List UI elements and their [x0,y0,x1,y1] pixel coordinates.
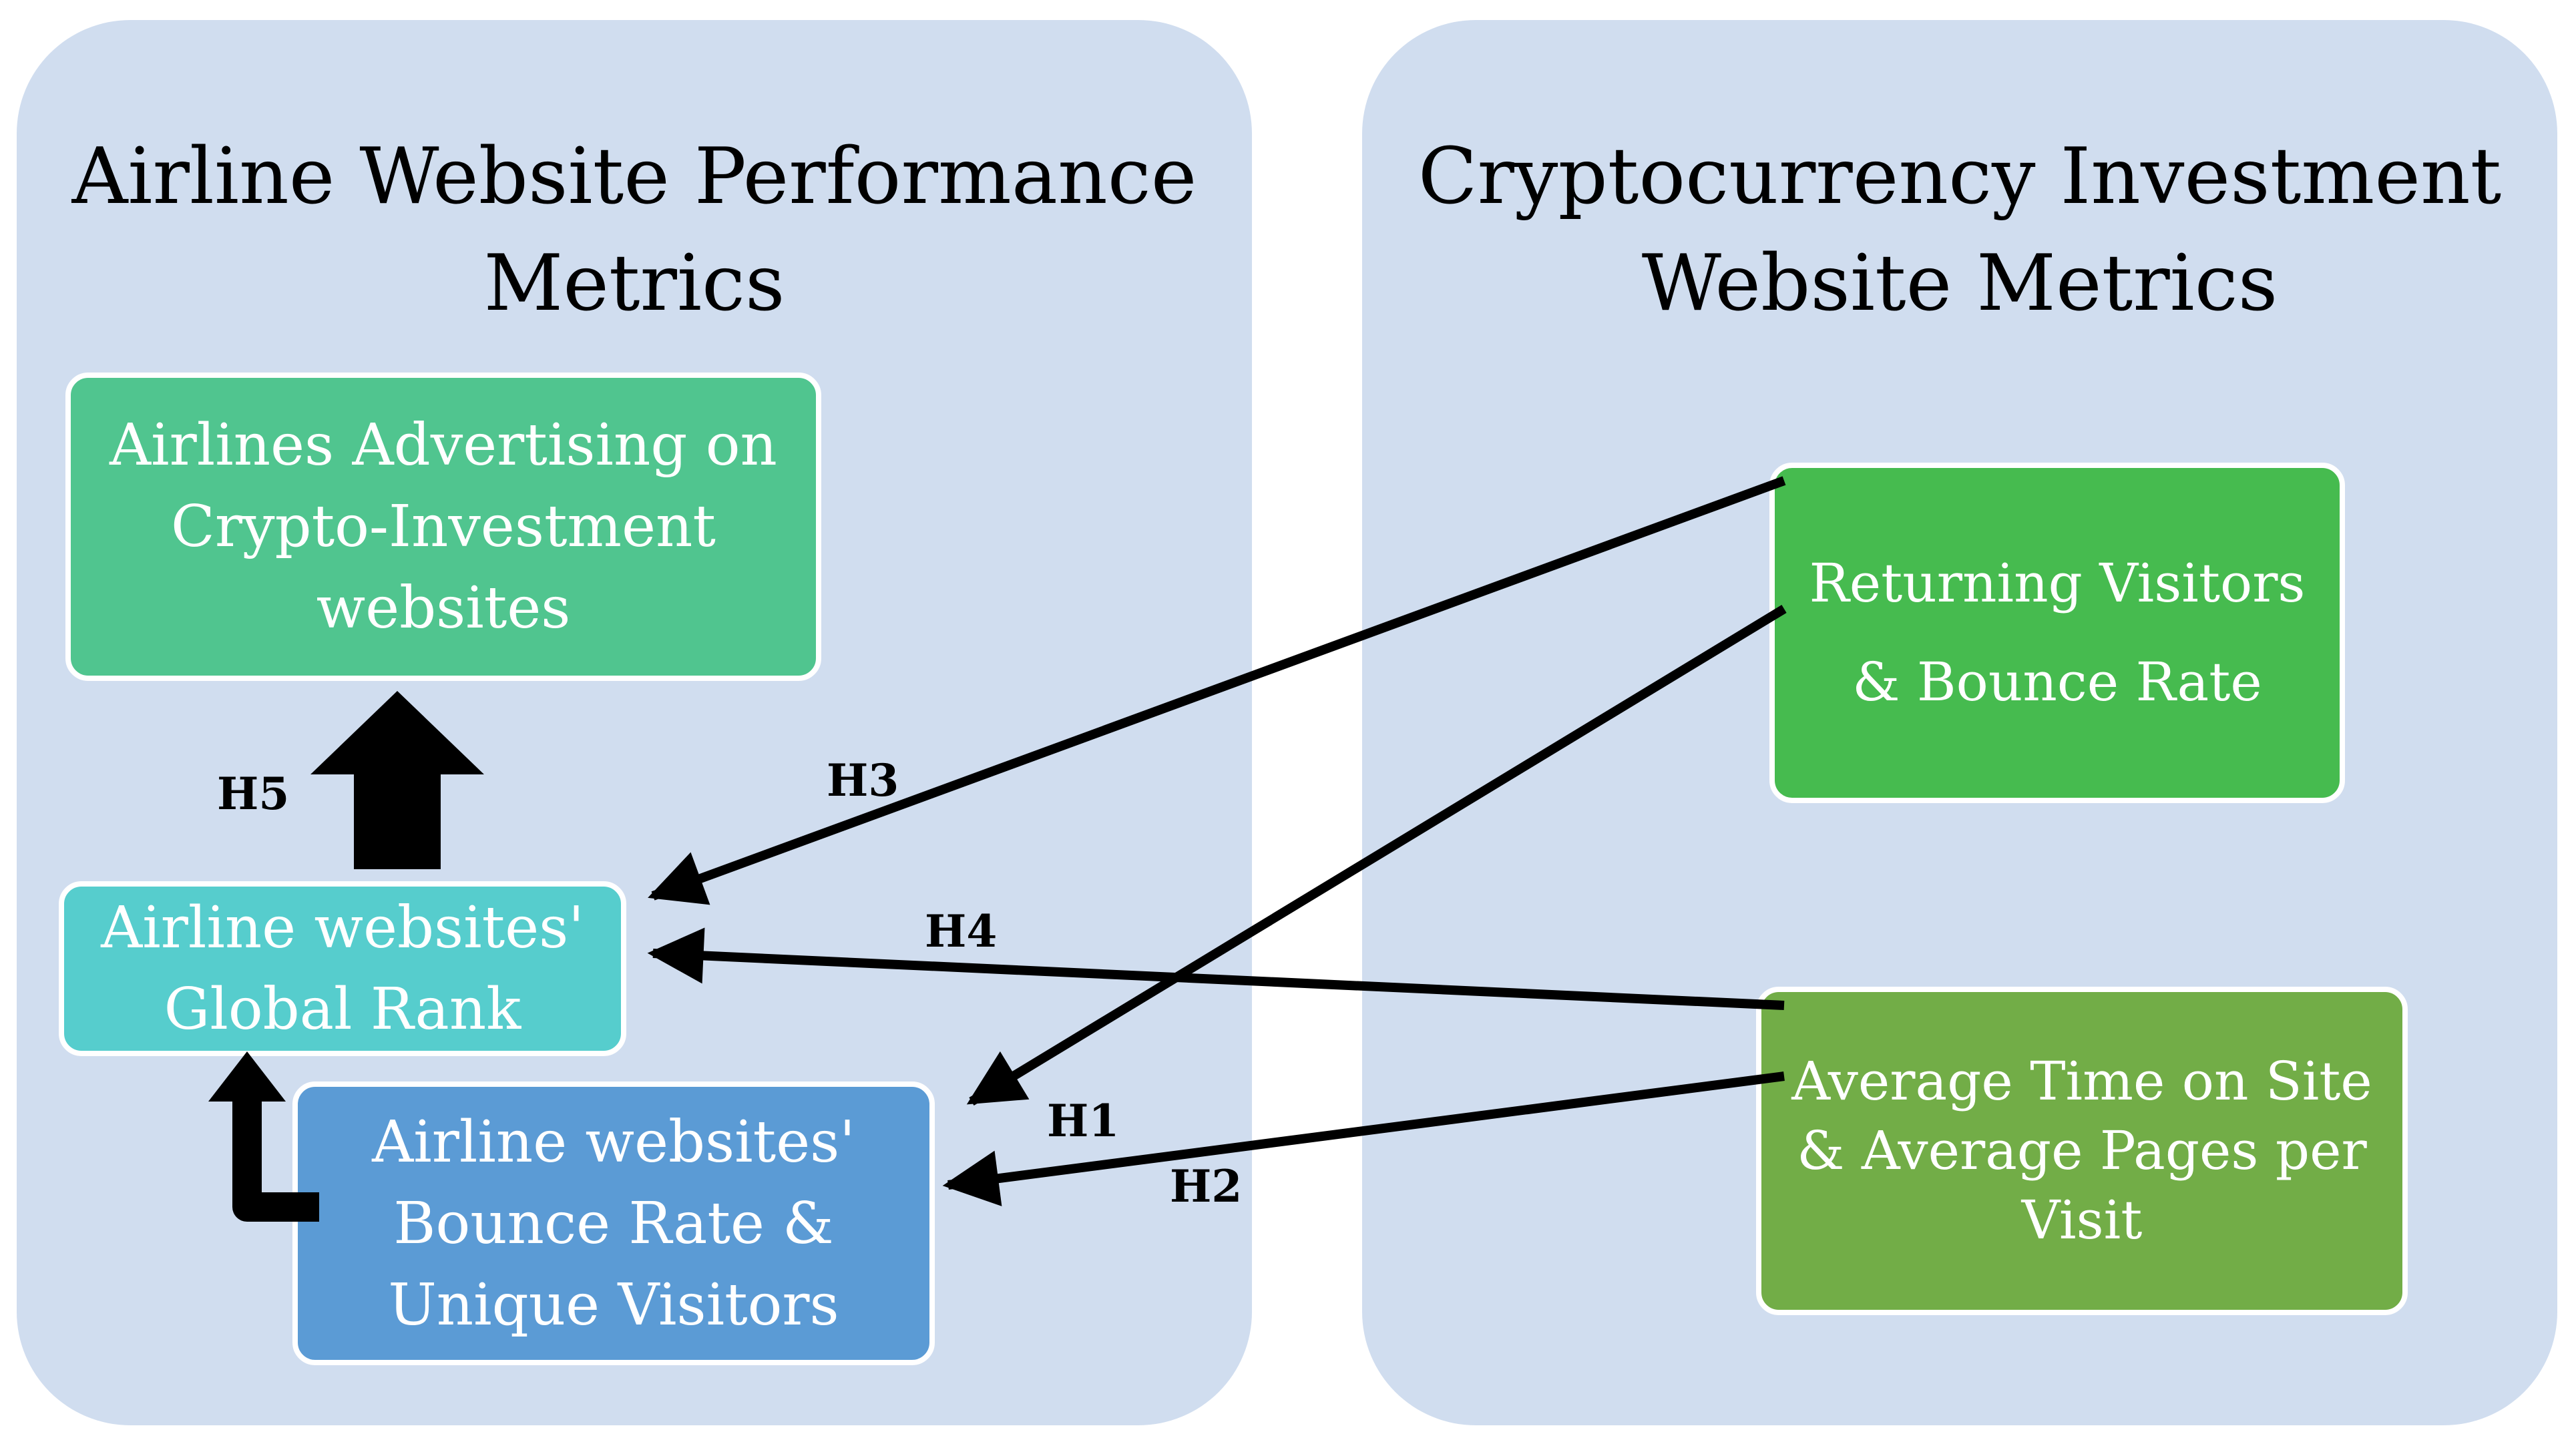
bounce-to-rank-connector [232,1102,319,1222]
node-average-time-pages: Average Time on Site & Average Pages per… [1756,987,2408,1315]
h5-label: H5 [217,768,289,820]
h2-label: H2 [1170,1160,1242,1212]
node-airlines-advertising-label: Airlines Advertising on Crypto-Investmen… [110,412,777,642]
h1-arrow [966,605,1787,1106]
h4-arrow [647,927,1785,1010]
node-airlines-advertising: Airlines Advertising on Crypto-Investmen… [65,373,821,681]
node-global-rank-label: Airline websites' Global Rank [101,895,584,1043]
node-average-time-pages-label: Average Time on Site & Average Pages per… [1791,1050,2372,1251]
node-bounce-unique-visitors-label: Airline websites' Bounce Rate & Unique V… [372,1108,855,1339]
node-returning-visitors-label: Returning Visitors & Bounce Rate [1809,552,2306,713]
h3-label: H3 [827,754,899,806]
node-global-rank: Airline websites' Global Rank [59,881,626,1056]
bounce-to-rank-arrowhead [208,1051,286,1102]
node-bounce-unique-visitors: Airline websites' Bounce Rate & Unique V… [292,1081,935,1365]
h2-arrow [942,1071,1785,1206]
h1-label: H1 [1047,1095,1119,1147]
node-returning-visitors: Returning Visitors & Bounce Rate [1769,463,2345,803]
h5-block-arrow [310,691,484,869]
h3-arrow [648,476,1786,905]
crypto-panel-title: Cryptocurrency Investment Website Metric… [1418,132,2502,328]
airline-panel-title: Airline Website Performance Metrics [71,132,1197,328]
h4-label: H4 [925,905,997,957]
